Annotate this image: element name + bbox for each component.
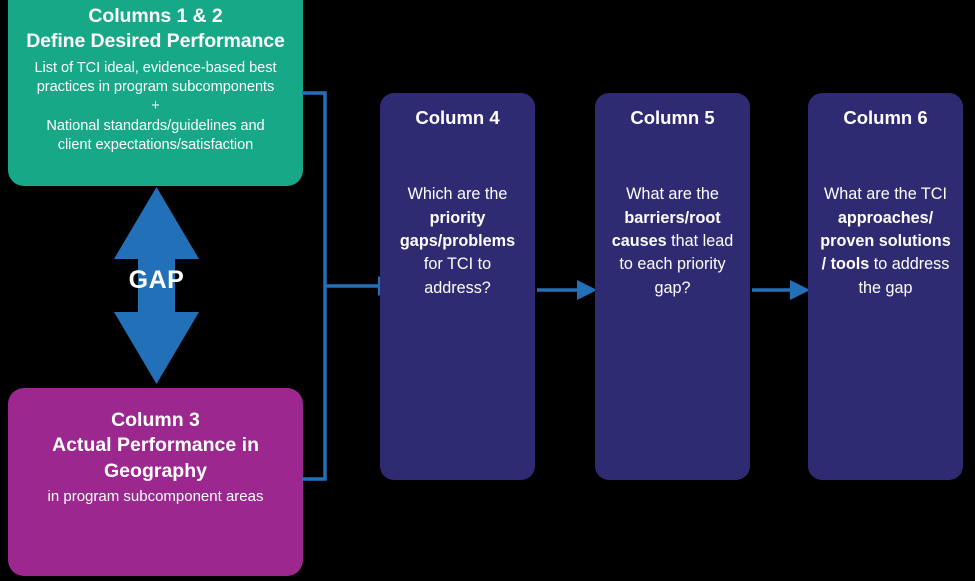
column-4-body-plain-1: Which are the <box>407 185 508 204</box>
actual-title-line3: Geography <box>104 459 207 482</box>
column-5-body: What are the barriers/root causes that l… <box>595 183 750 300</box>
actual-performance-box: Column 3 Actual Performance in Geography… <box>8 388 303 576</box>
column-6-body-plain-2: to address the gap <box>858 255 950 297</box>
gap-double-arrow-icon <box>114 187 199 384</box>
actual-performance-body: in program subcomponent areas <box>47 488 264 506</box>
column-4-body-plain-2: for TCI to address? <box>423 255 492 297</box>
desired-body-line4: National standards/guidelines and <box>46 117 265 134</box>
desired-performance-box: Columns 1 & 2 Define Desired Performance… <box>8 0 303 186</box>
column-6-box: Column 6 What are the TCI approaches/ pr… <box>808 93 963 480</box>
actual-performance-title: Column 3 Actual Performance in Geography <box>52 408 259 484</box>
desired-title-line1: Columns 1 & 2 <box>88 5 223 27</box>
column-5-body-bold-1: barriers/root causes <box>611 208 721 250</box>
column-6-body-bold-1: approaches/ proven solutions / tools <box>820 208 951 274</box>
actual-title-line2: Actual Performance in <box>52 434 259 457</box>
column4-to-column5-arrow <box>537 280 597 300</box>
desired-body-line5: client expectations/satisfaction <box>57 136 254 153</box>
column5-to-column6-arrow <box>752 280 810 300</box>
desired-title-line2: Define Desired Performance <box>26 29 285 52</box>
column-5-box: Column 5 What are the barriers/root caus… <box>595 93 750 480</box>
column-4-body-bold-2: /problems <box>437 231 516 250</box>
column-6-title: Column 6 <box>843 107 928 128</box>
column-5-body-plain-1: What are the <box>626 185 719 204</box>
column-6-body-plain-1: What are the TCI <box>824 185 947 204</box>
column-6-body: What are the TCI approaches/ proven solu… <box>808 183 963 300</box>
column-4-box: Column 4 Which are the priority gaps/pro… <box>380 93 535 480</box>
gap-label: GAP <box>128 266 185 294</box>
column-4-title: Column 4 <box>415 107 500 128</box>
column-4-body-bold-1: priority gaps <box>399 208 486 250</box>
desired-performance-title: Columns 1 & 2 Define Desired Performance <box>26 4 285 54</box>
column-5-body-plain-2: that lead to each priority gap? <box>619 231 734 297</box>
desired-body-line1: List of TCI ideal, evidence-based best <box>34 59 277 76</box>
desired-body-line2: practices in program subcomponents <box>36 79 275 96</box>
desired-performance-body: List of TCI ideal, evidence-based best p… <box>34 59 276 155</box>
desired-body-plus: + <box>151 98 160 115</box>
column-4-body: Which are the priority gaps/problems for… <box>380 183 535 300</box>
column-5-title: Column 5 <box>630 107 715 128</box>
actual-title-line1: Column 3 <box>111 409 200 431</box>
